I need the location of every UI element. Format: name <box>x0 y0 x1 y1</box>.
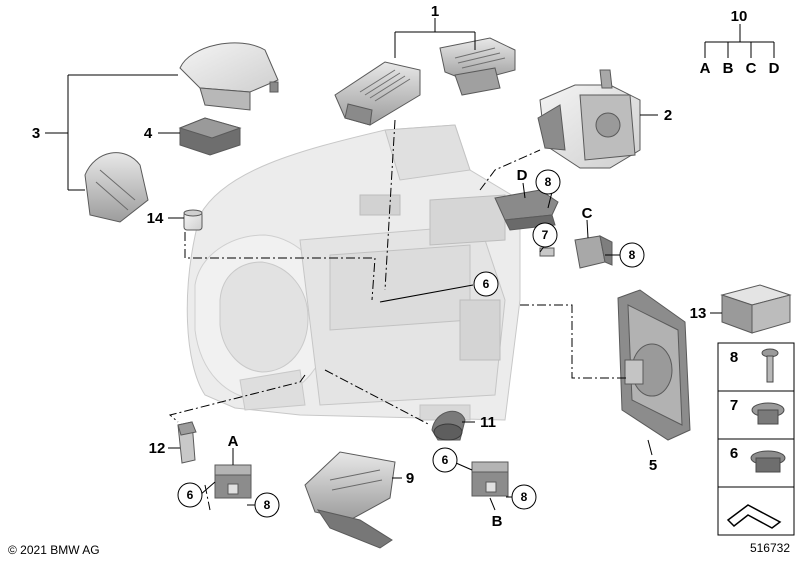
diagram-number: 516732 <box>750 541 790 555</box>
label-5: 5 <box>649 457 657 474</box>
part-1-control-modules[interactable] <box>334 37 516 126</box>
variant-labels: A B C D D C A B <box>228 60 780 530</box>
callout-circle-8-b <box>511 484 537 510</box>
label-11: 11 <box>480 414 496 431</box>
part-a-connector[interactable] <box>214 464 252 499</box>
label-14: 14 <box>147 210 164 227</box>
label-12: 12 <box>149 440 166 457</box>
circled-callouts: 8 7 8 6 6 8 6 8 <box>177 169 645 518</box>
callout-circle-8-top <box>535 169 561 195</box>
callout-7-circle: 7 <box>542 228 549 242</box>
label-1: 1 <box>431 3 439 20</box>
callout-8-top: 8 <box>545 175 552 189</box>
part-12-angle-piece[interactable] <box>177 421 197 464</box>
callout-circle-6-b <box>432 447 458 473</box>
legend-box-8 <box>717 342 795 392</box>
callout-8-c: 8 <box>629 248 636 262</box>
tree-label-b: B <box>723 60 734 77</box>
callout-circle-7 <box>532 222 558 248</box>
part-5-led-driver[interactable] <box>617 289 691 441</box>
callout-8-a: 8 <box>264 498 271 512</box>
callout-6-b: 6 <box>442 453 449 467</box>
label-9: 9 <box>406 470 414 487</box>
tree-label-c: C <box>746 60 757 77</box>
clip-nut-icon-6 <box>750 450 786 473</box>
part-9-lower-bracket[interactable] <box>304 451 396 549</box>
label-3: 3 <box>32 125 40 142</box>
part-label-c: C <box>582 205 593 222</box>
callout-circle-6-main <box>473 271 499 297</box>
copyright-text: © 2021 BMW AG <box>8 543 100 557</box>
clip-nut-icon-7 <box>751 402 785 425</box>
callout-circle-6-a <box>177 482 203 508</box>
headlight-housing <box>186 124 521 421</box>
part-2-light-module[interactable] <box>537 69 641 169</box>
label-2: 2 <box>664 107 672 124</box>
callout-8-b: 8 <box>521 490 528 504</box>
part-c-bracket[interactable] <box>574 235 613 269</box>
legend-column <box>717 342 795 536</box>
callout-circle-8-a <box>254 492 280 518</box>
tree-label-a: A <box>700 60 711 77</box>
part-3-cover[interactable] <box>84 42 279 223</box>
number-labels: 1 2 3 4 5 9 10 11 12 13 14 8 7 6 <box>32 3 748 487</box>
part-label-d: D <box>517 167 528 184</box>
tree-label-d: D <box>769 60 780 77</box>
legend-label-7: 7 <box>730 397 738 414</box>
label-13: 13 <box>690 305 707 322</box>
part-14-bushing[interactable] <box>183 209 203 231</box>
leader-lines <box>45 18 722 511</box>
assembly-lines <box>168 119 628 511</box>
part-4-control-unit[interactable] <box>178 117 242 156</box>
legend-label-6: 6 <box>730 445 738 462</box>
part-label-b: B <box>492 513 503 530</box>
part-11-grommet[interactable] <box>431 410 466 441</box>
part-label-a: A <box>228 433 239 450</box>
chevron-symbol-icon <box>726 504 782 529</box>
part-b-connector[interactable] <box>471 461 509 497</box>
label-10: 10 <box>731 8 748 25</box>
legend-label-8: 8 <box>730 349 738 366</box>
callout-6-main: 6 <box>483 277 490 291</box>
variant-tree <box>704 24 775 58</box>
label-4: 4 <box>144 125 153 142</box>
part-13-box[interactable] <box>720 284 792 334</box>
callout-circle-8-c <box>619 242 645 268</box>
screw-icon <box>761 348 779 383</box>
callout-6-a: 6 <box>187 488 194 502</box>
